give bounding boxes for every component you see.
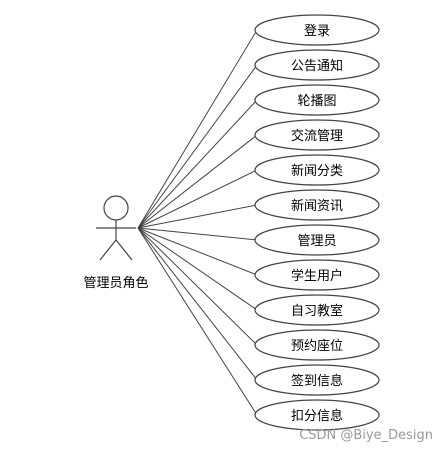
actor-right-leg xyxy=(115,239,133,261)
use-case-label: 轮播图 xyxy=(297,94,336,109)
use-case: 签到信息 xyxy=(254,364,380,396)
use-case: 扣分信息 xyxy=(254,399,380,431)
association-line xyxy=(137,134,258,229)
association-line xyxy=(137,227,258,416)
use-case-ellipse xyxy=(254,294,380,326)
use-case: 登录 xyxy=(254,14,380,46)
use-case-label: 学生用户 xyxy=(291,268,343,284)
use-case-ellipse xyxy=(254,224,380,256)
use-case: 新闻分类 xyxy=(254,154,380,186)
use-case-label: 扣分信息 xyxy=(291,408,343,424)
association-line xyxy=(137,29,258,229)
use-case-label: 签到信息 xyxy=(291,373,343,389)
use-case-label: 管理员 xyxy=(297,234,336,249)
association-line xyxy=(137,204,258,229)
use-case-label: 登录 xyxy=(304,24,330,39)
actor-label: 管理员角色 xyxy=(83,275,148,291)
use-case: 公告通知 xyxy=(254,49,380,81)
association-line xyxy=(137,227,258,381)
use-case-ellipse xyxy=(254,14,380,46)
association-line xyxy=(137,64,258,229)
use-case-label: 自习教室 xyxy=(291,303,343,319)
use-case: 自习教室 xyxy=(254,294,380,326)
use-case-ellipse xyxy=(254,399,380,431)
use-case-ellipse xyxy=(254,259,380,291)
use-case-list: 登录公告通知轮播图交流管理新闻分类新闻资讯管理员学生用户自习教室预约座位签到信息… xyxy=(254,14,380,431)
use-case-label: 交流管理 xyxy=(291,128,343,144)
association-line xyxy=(137,227,258,346)
actor-left-leg xyxy=(99,239,117,261)
use-case: 新闻资讯 xyxy=(254,189,380,221)
actor-figure: 管理员角色 xyxy=(83,195,149,291)
watermark: CSDN @Biye_Design xyxy=(299,428,433,443)
use-case: 学生用户 xyxy=(254,259,380,291)
use-case-ellipse xyxy=(254,329,380,361)
use-case: 轮播图 xyxy=(254,84,380,116)
use-case-ellipse xyxy=(254,49,380,81)
use-case-ellipse xyxy=(254,119,380,151)
association-line xyxy=(137,99,258,229)
association-line xyxy=(137,227,258,276)
use-case: 预约座位 xyxy=(254,329,380,361)
association-line xyxy=(137,227,258,311)
association-line xyxy=(137,169,258,229)
actor-head xyxy=(103,195,129,221)
use-case-ellipse xyxy=(254,84,380,116)
use-case-label: 公告通知 xyxy=(291,58,343,74)
use-case: 交流管理 xyxy=(254,119,380,151)
use-case-ellipse xyxy=(254,154,380,186)
use-case-ellipse xyxy=(254,364,380,396)
use-case: 管理员 xyxy=(254,224,380,256)
use-case-ellipse xyxy=(254,189,380,221)
use-case-label: 预约座位 xyxy=(291,339,343,354)
use-case-label: 新闻分类 xyxy=(291,163,343,179)
association-lines xyxy=(137,29,258,416)
association-line xyxy=(137,227,258,241)
use-case-label: 新闻资讯 xyxy=(291,198,343,214)
